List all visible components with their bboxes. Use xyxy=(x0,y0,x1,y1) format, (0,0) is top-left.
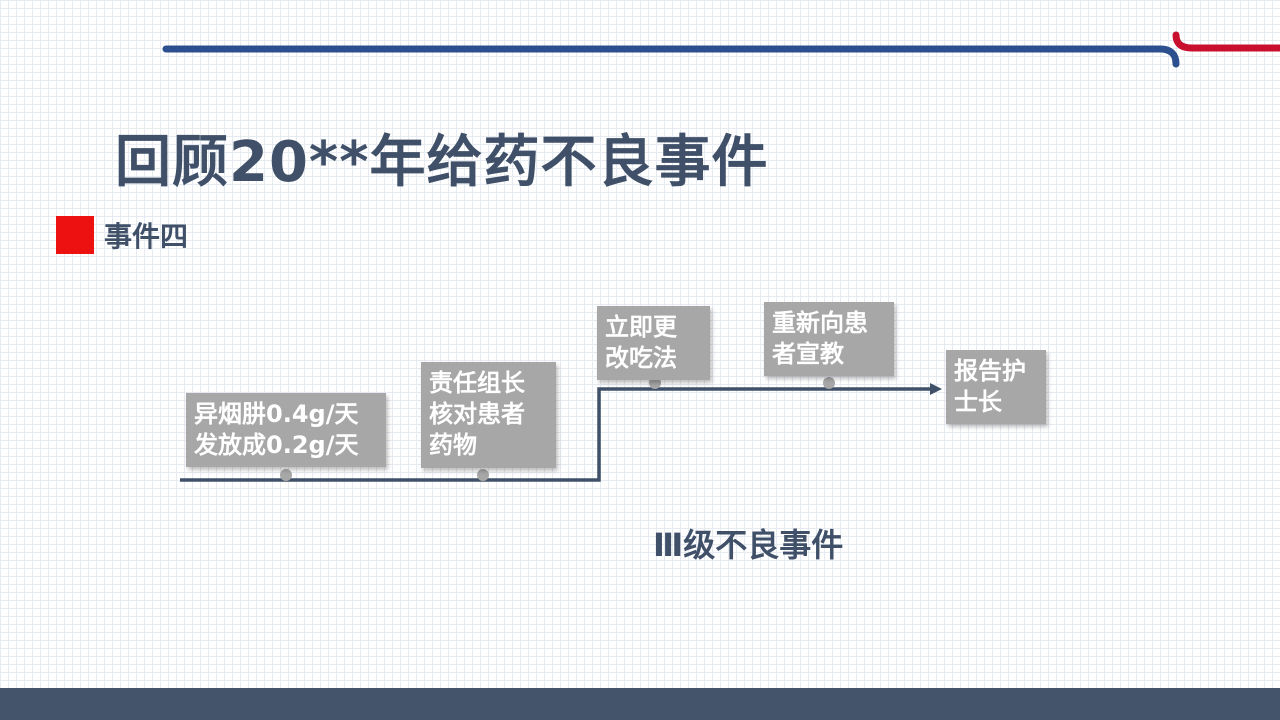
step-1-connector-dot xyxy=(280,469,292,481)
step-5-line-1: 报告护 xyxy=(954,357,1026,385)
step-2-line-3: 药物 xyxy=(429,431,477,459)
event-level-label: Ⅲ级不良事件 xyxy=(653,526,844,564)
step-4-connector-dot xyxy=(823,377,835,389)
top-decorative-bar xyxy=(162,31,1280,68)
section-label: 事件四 xyxy=(104,220,189,253)
step-2-connector-dot xyxy=(477,469,489,481)
step-4-line-1: 重新向患 xyxy=(772,309,868,337)
step-4-line-2: 者宣教 xyxy=(772,340,844,368)
step-3-line-1: 立即更 xyxy=(605,313,677,341)
step-3-line-2: 改吃法 xyxy=(605,344,677,372)
step-3-connector-dot xyxy=(649,377,661,389)
step-box-5: 报告护 士长 xyxy=(946,350,1046,424)
step-1-line-2: 发放成0.2g/天 xyxy=(194,431,359,459)
step-box-1: 异烟肼0.4g/天 发放成0.2g/天 xyxy=(186,393,386,467)
section-marker xyxy=(56,216,94,254)
timeline-arrowhead xyxy=(930,383,942,395)
step-2-line-1: 责任组长 xyxy=(429,369,525,397)
step-box-4: 重新向患 者宣教 xyxy=(764,302,894,376)
footer-bar xyxy=(0,688,1280,720)
page-title: 回顾20**年给药不良事件 xyxy=(115,130,769,195)
step-box-3: 立即更 改吃法 xyxy=(597,306,710,380)
timeline xyxy=(180,383,942,482)
step-5-line-2: 士长 xyxy=(954,388,1002,416)
step-1-line-1: 异烟肼0.4g/天 xyxy=(194,400,359,428)
step-box-2: 责任组长 核对患者 药物 xyxy=(421,362,556,468)
step-2-line-2: 核对患者 xyxy=(429,400,525,428)
